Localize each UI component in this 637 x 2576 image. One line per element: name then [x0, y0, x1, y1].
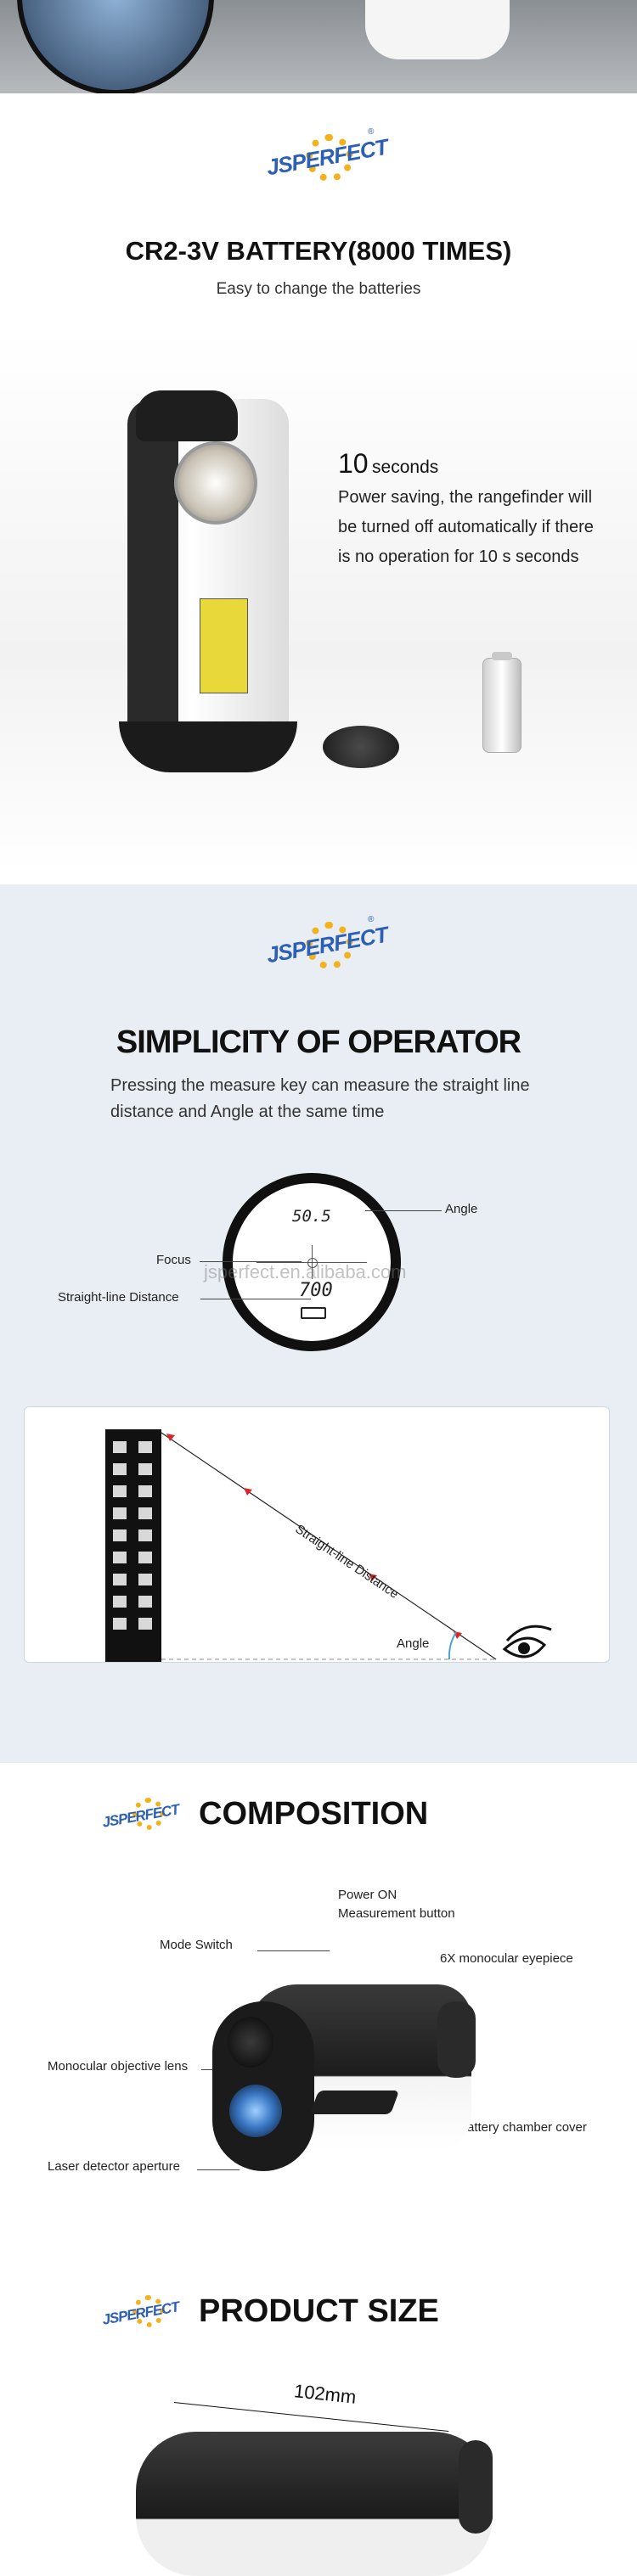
rangefinder-side-view: [212, 1976, 476, 2171]
brand-logo: JSPERFECT ®: [259, 127, 390, 187]
dimension-line: [173, 2402, 449, 2432]
photo-background: [0, 331, 637, 874]
viewfinder-display: 50.5 700: [223, 1173, 401, 1351]
distance-diagram: Straight-line Distance Angle: [24, 1406, 610, 1663]
eye-icon: [502, 1625, 552, 1658]
rangefinder-device: [119, 390, 297, 789]
composition-section: JSPERFECT COMPOSITION Power ON Measureme…: [0, 1764, 637, 2273]
top-photo-strip: [0, 0, 637, 93]
objective-lens: [228, 2017, 273, 2068]
display-distance: 700: [299, 1280, 333, 1301]
gear-icon: [306, 134, 353, 182]
battery-indicator-icon: [301, 1307, 326, 1319]
brand-logo-small: JSPERFECT: [100, 2292, 180, 2334]
focus-label: Focus: [156, 1253, 191, 1267]
seconds-unit: seconds: [372, 457, 439, 477]
power-saving-text: Power saving, the rangefinder will be tu…: [338, 488, 594, 566]
arrow-marker: [244, 1488, 252, 1496]
brand-logo-small: JSPERFECT: [100, 1794, 180, 1837]
size-section: JSPERFECT PRODUCT SIZE 102mm: [0, 2275, 637, 2576]
device-bottom: [365, 0, 510, 59]
lens-view-circle: [17, 0, 214, 93]
operator-subtitle: Pressing the measure key can measure the…: [110, 1076, 530, 1121]
objective-lens-label: Monocular objective lens: [48, 2059, 189, 2074]
warning-label: [200, 598, 248, 693]
gear-icon: [132, 2295, 165, 2327]
rangefinder-size-view: [136, 2432, 493, 2576]
laser-aperture: [229, 2085, 282, 2137]
battery-title: CR2-3V BATTERY(8000 TIMES): [125, 236, 512, 266]
eyepiece-label: 6X monocular eyepiece: [440, 1951, 573, 1966]
diagram-angle-label: Angle: [397, 1636, 430, 1651]
measurement-button-label: Measurement button: [338, 1906, 455, 1921]
eyepiece: [437, 2001, 476, 2078]
registered-mark: ®: [368, 915, 375, 924]
composition-title: COMPOSITION: [199, 1796, 429, 1832]
angle-arc: [448, 1631, 457, 1660]
arrow-marker: [369, 1574, 377, 1581]
length-label: 102mm: [292, 2380, 358, 2408]
seconds-number: 10: [338, 448, 369, 479]
mode-switch-label: Mode Switch: [160, 1938, 233, 1952]
power-on-label: Power ON: [338, 1888, 397, 1902]
brand-logo: JSPERFECT ®: [259, 915, 390, 974]
side-stripe: [309, 2091, 400, 2114]
straight-line: [161, 1432, 497, 1660]
battery-compartment: [174, 441, 257, 525]
battery-section: JSPERFECT ® CR2-3V BATTERY(8000 TIMES) E…: [0, 93, 637, 883]
battery-cap: [323, 726, 399, 768]
diagram-svg: [105, 1429, 552, 1662]
operator-section: JSPERFECT ® SIMPLICITY OF OPERATOR Press…: [0, 884, 637, 1763]
arrow-marker: [166, 1434, 175, 1441]
watermark: jsperfect.en.alibaba.com: [204, 1261, 407, 1282]
straight-line-label: Straight-line Distance: [58, 1290, 179, 1305]
gear-icon: [132, 1798, 165, 1830]
operator-title: SIMPLICITY OF OPERATOR: [116, 1024, 521, 1060]
display-angle: 50.5: [292, 1207, 331, 1226]
laser-aperture-label: Laser detector aperture: [48, 2159, 180, 2174]
cr2-battery: [482, 652, 521, 753]
angle-label: Angle: [445, 1202, 478, 1216]
size-title: PRODUCT SIZE: [199, 2293, 439, 2329]
gear-icon: [306, 922, 353, 969]
battery-cover-label: Battery chamber cover: [459, 2120, 587, 2135]
registered-mark: ®: [368, 127, 375, 137]
battery-subtitle: Easy to change the batteries: [216, 280, 421, 298]
seconds-block: 10 seconds Power saving, the rangefinder…: [338, 448, 618, 572]
